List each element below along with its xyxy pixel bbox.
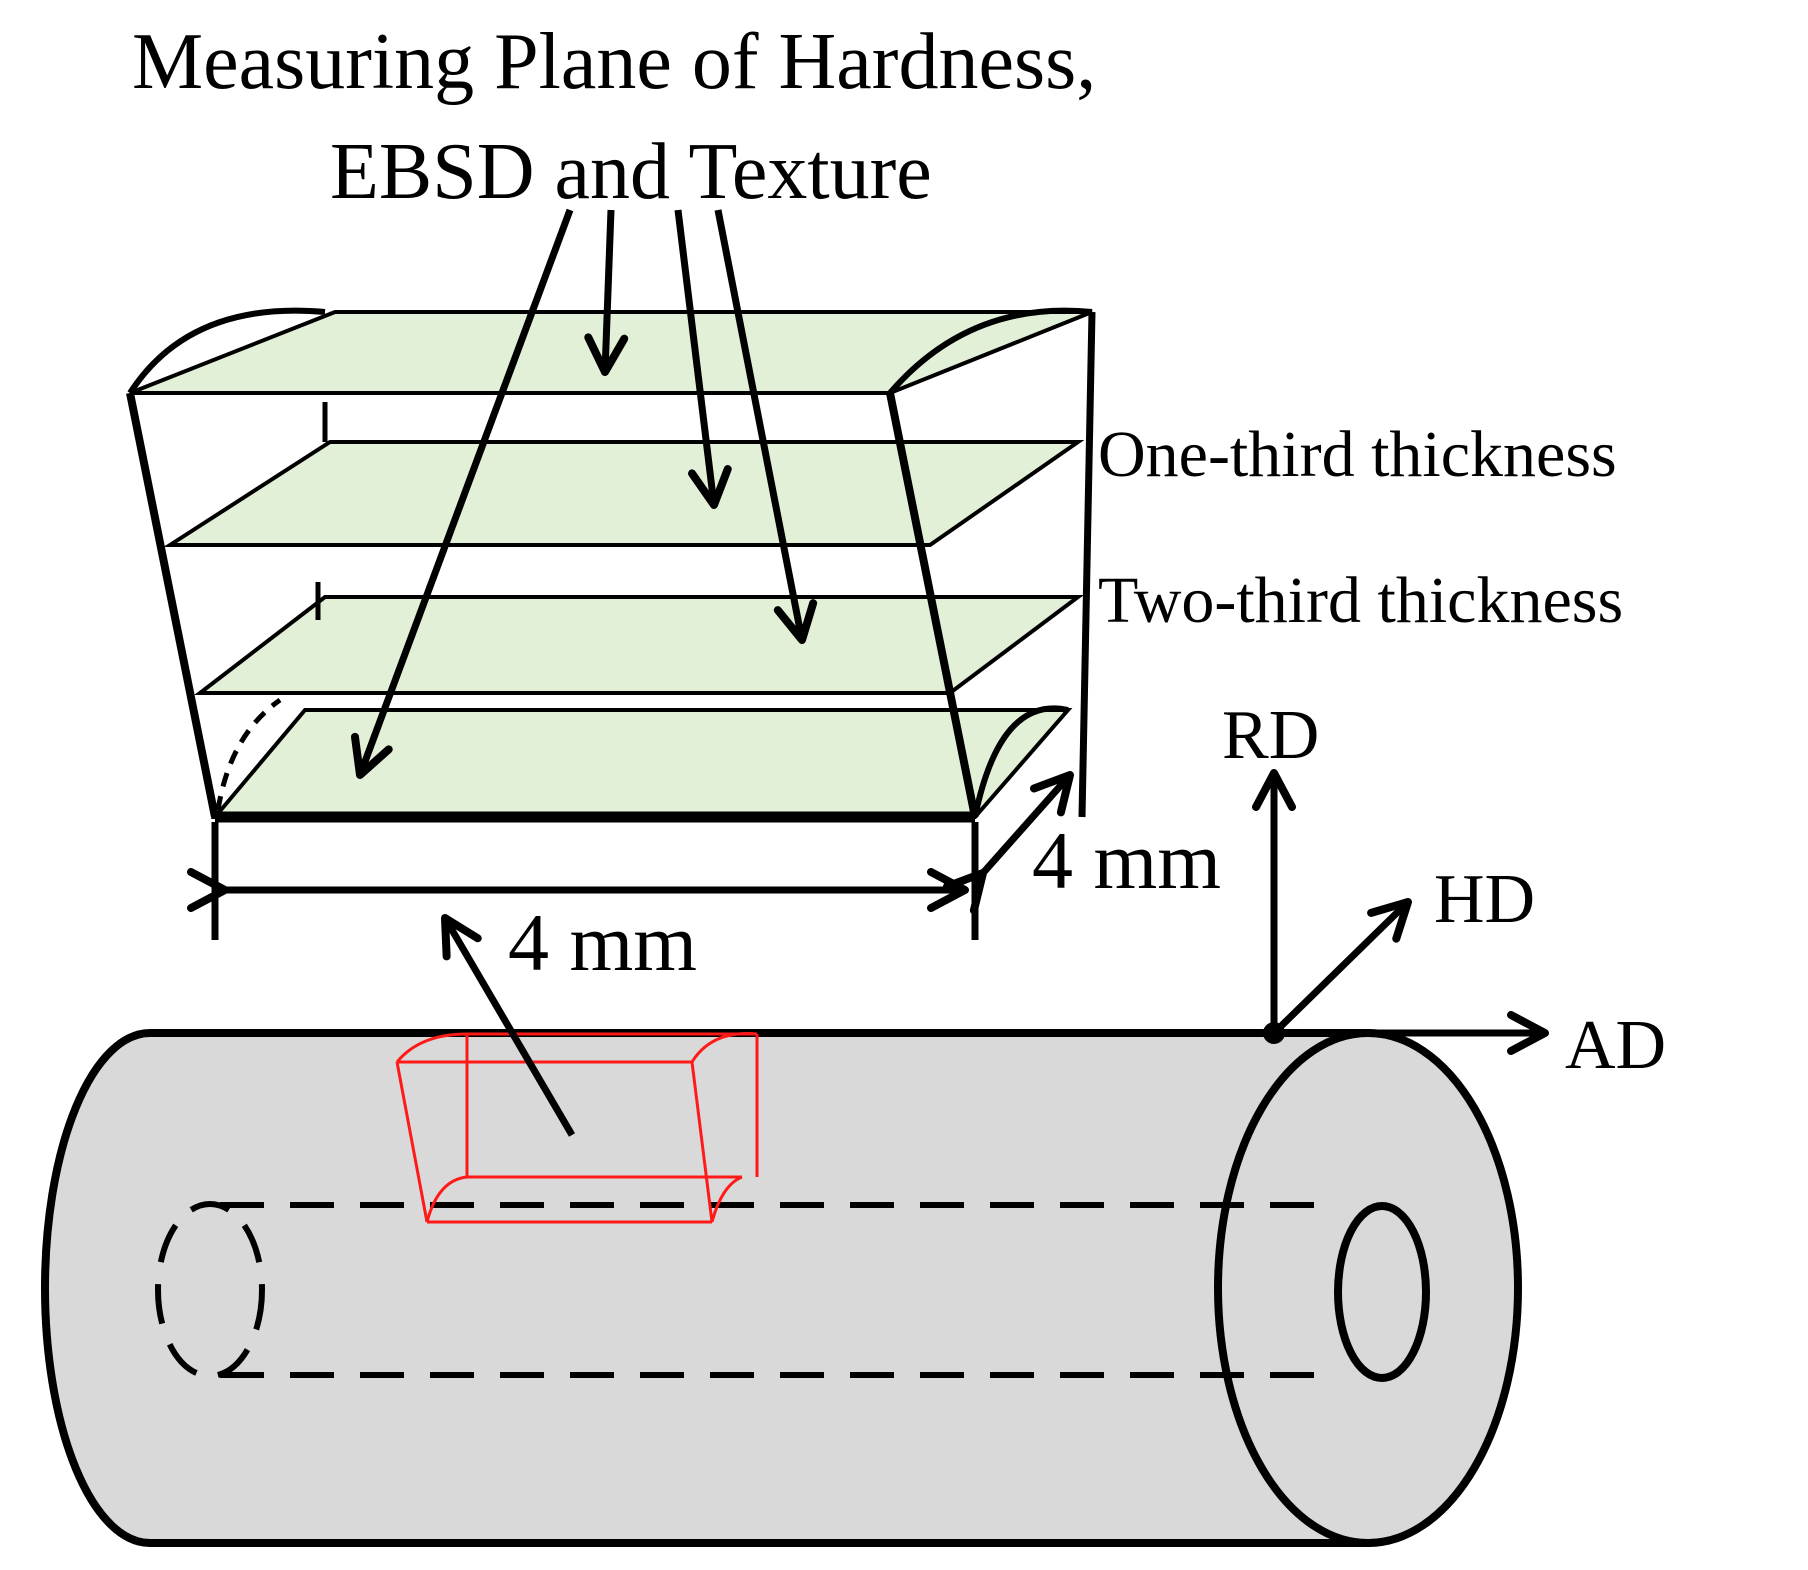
measuring-plane-top [129, 310, 1093, 395]
tube-hidden-bore-end [155, 1201, 265, 1379]
plane-pointer-arrows [350, 208, 818, 779]
sample-block [126, 307, 1096, 823]
tube-bore [1334, 1202, 1430, 1382]
coordinate-axes [1252, 769, 1549, 1055]
hd-axis-arrow [1271, 898, 1412, 1036]
axes-origin [1263, 1022, 1285, 1044]
label-one-third-thickness: One-third thickness [1098, 418, 1617, 491]
hd-axis-label: HD [1434, 861, 1535, 938]
depth-dimension [942, 771, 1074, 915]
measuring-plane-bottom [210, 708, 1073, 819]
tube [41, 1029, 1522, 1547]
title-line-1: Measuring Plane of Hardness, [132, 18, 1096, 106]
pointer-arrow-bottom-plane [350, 208, 574, 779]
pointer-arrow-top-plane [584, 209, 629, 376]
pointer-arrow-one-third-plane [674, 209, 732, 509]
sample-location-outline [395, 1032, 759, 1224]
label-two-third-thickness: Two-third thickness [1098, 564, 1623, 637]
pointer-arrow-two-third-plane [714, 209, 818, 644]
measuring-plane-one-third [163, 440, 1085, 547]
extraction-arrow [441, 914, 576, 1137]
ad-axis-label: AD [1565, 1007, 1666, 1084]
title-line-2: EBSD and Texture [330, 128, 932, 216]
width-dimension-label: 4 mm [508, 897, 697, 988]
rd-axis-label: RD [1222, 697, 1319, 774]
depth-dimension-label: 4 mm [1032, 815, 1221, 906]
